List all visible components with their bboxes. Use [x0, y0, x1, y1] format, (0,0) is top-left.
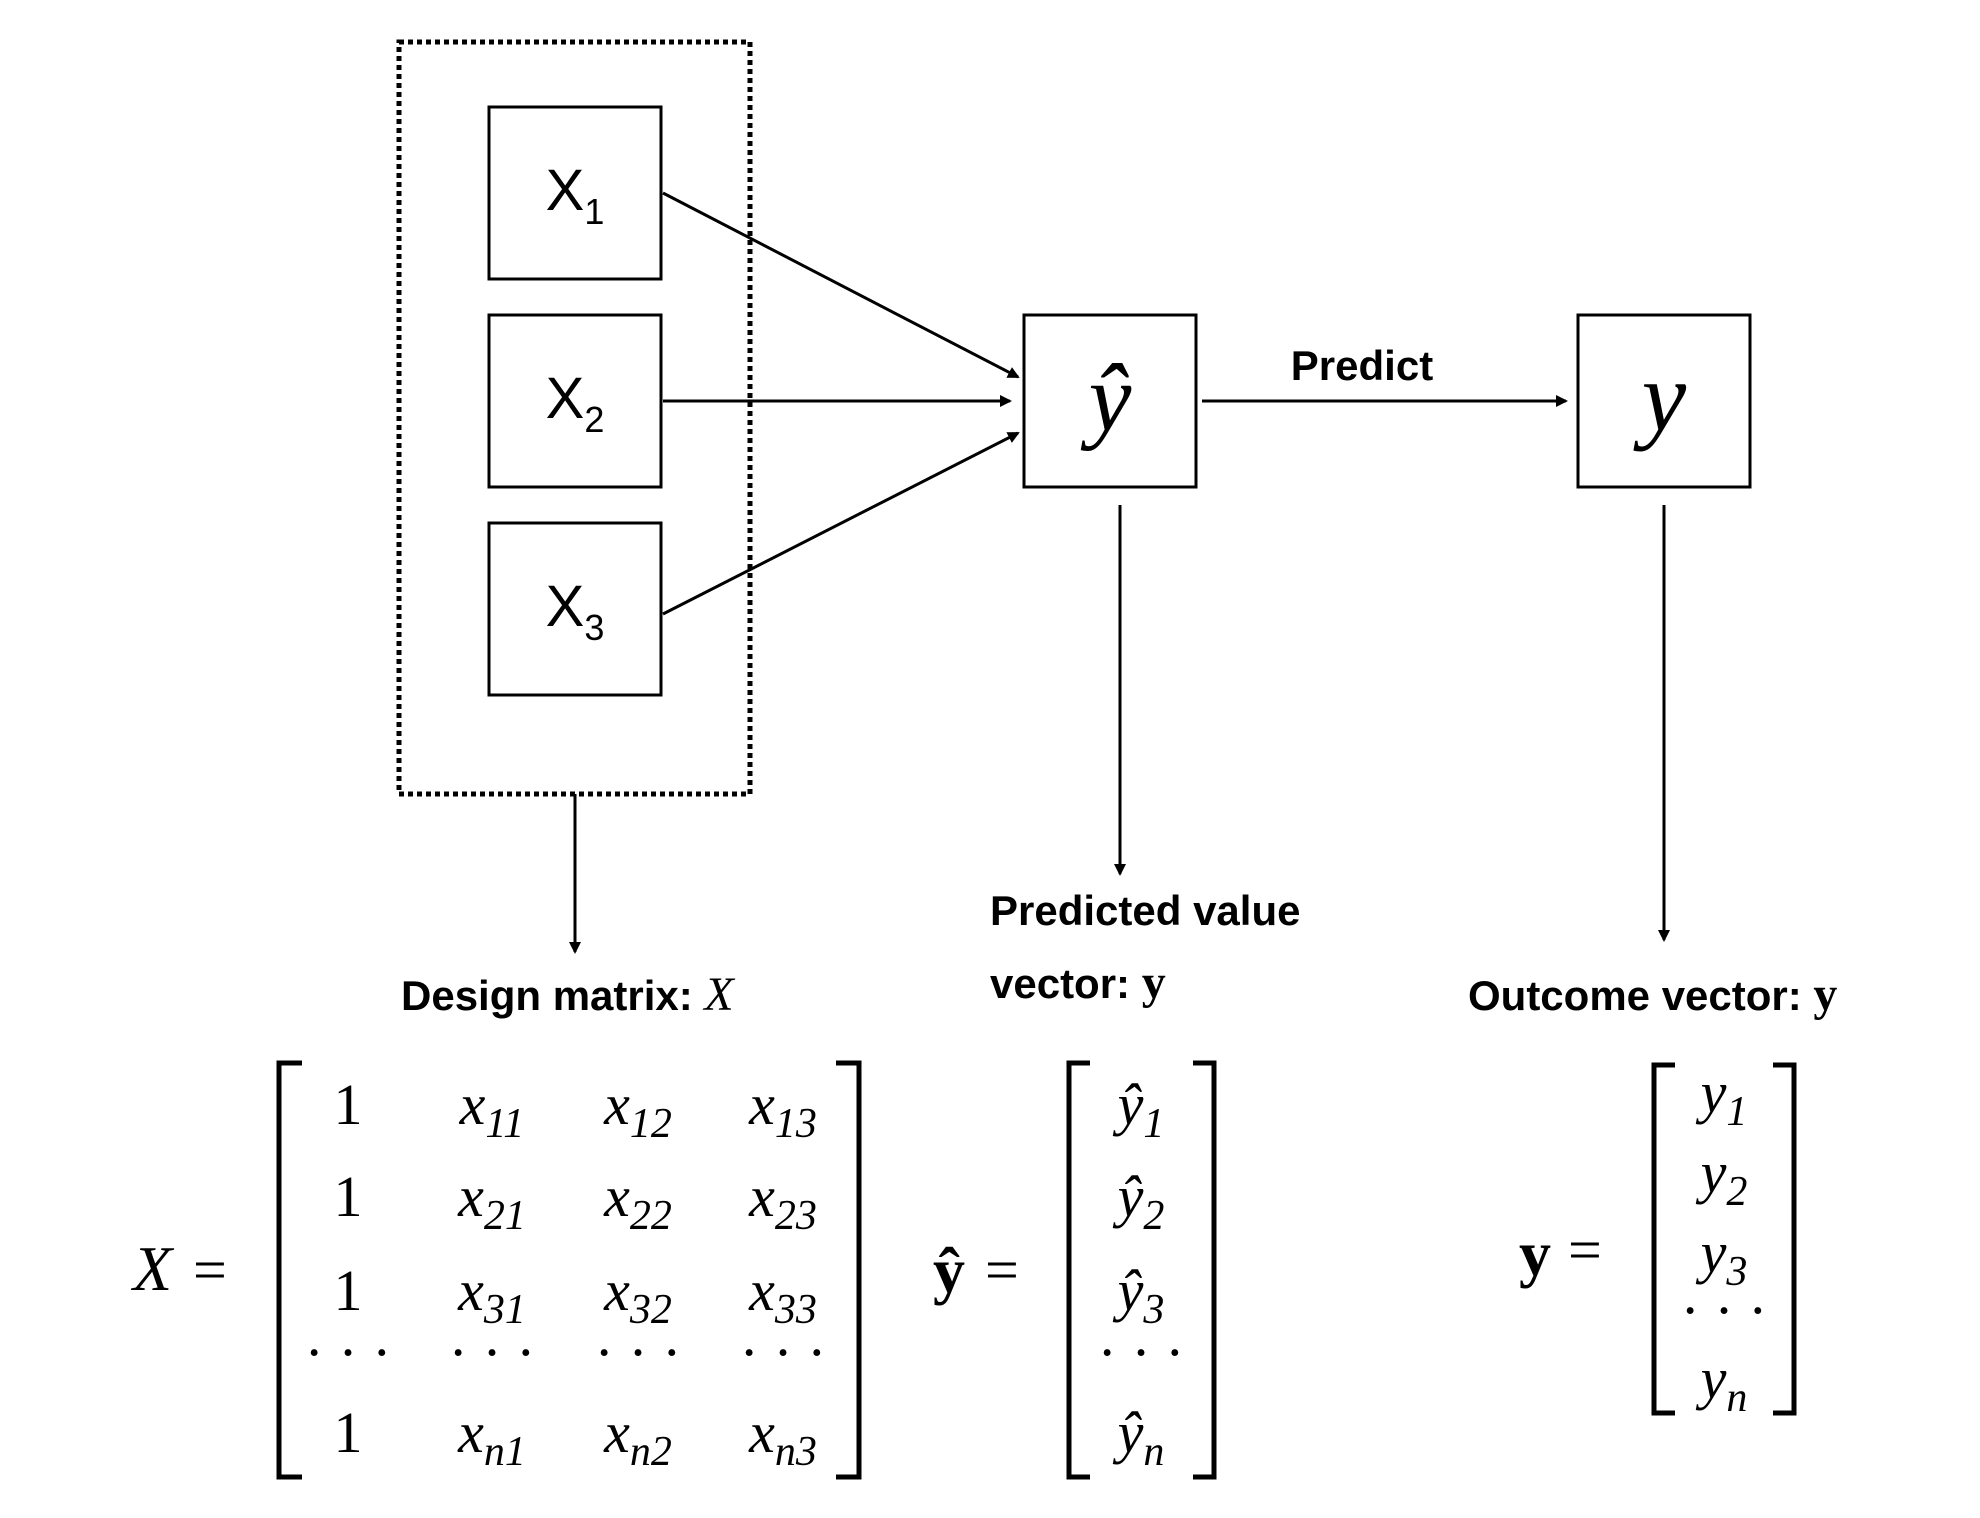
design-cell-r2-c3: x22 [603, 1164, 672, 1239]
predicted-vector-equation: ŷ = ŷ1 ŷ2 ŷ3· · · ŷn [933, 1060, 1217, 1480]
outcome-entry-4: · · · [1681, 1278, 1768, 1343]
node-y: y [1576, 313, 1752, 489]
predicted-vector-lhs: ŷ [933, 1235, 965, 1306]
design-cell-r3-c1: 1 [334, 1258, 363, 1323]
node-x2-sub: 2 [584, 399, 604, 440]
arrow-x3-to-yhat [662, 431, 1020, 616]
design-cell-r2-c4: x23 [748, 1164, 817, 1239]
design-cell-r5-c1: 1 [334, 1400, 363, 1465]
svg-text:X1: X1 [546, 158, 605, 232]
predicted-entry-1: ŷ1 [1113, 1072, 1165, 1147]
predicted-caption-line1: Predicted value [990, 887, 1300, 934]
design-cell-r2-c2: x21 [457, 1164, 526, 1239]
design-cell-r1-c4: x13 [748, 1072, 817, 1147]
design-cell-r5-c3: xn2 [603, 1400, 672, 1475]
predicted-entry-5: ŷn [1113, 1400, 1165, 1475]
design-cell-r1-c1: 1 [334, 1072, 363, 1137]
design-cell-r1-c3: x12 [603, 1072, 672, 1147]
node-y-symbol: y [1633, 341, 1687, 452]
node-x3: X3 [487, 521, 663, 697]
design-right-bracket [836, 1060, 862, 1480]
predict-label: Predict [1291, 342, 1433, 389]
predicted-left-bracket [1066, 1060, 1090, 1480]
design-cell-r3-c2: x31 [457, 1258, 526, 1333]
design-cell-r5-c2: xn1 [457, 1400, 526, 1475]
node-x1: X1 [487, 105, 663, 281]
node-yhat: ŷ [1022, 313, 1198, 489]
design-matrix-equals: = [193, 1237, 227, 1303]
design-cell-r4-c2: · · · [449, 1320, 536, 1385]
outcome-vector-lhs: y [1519, 1218, 1551, 1289]
design-cell-r4-c4: · · · [740, 1320, 827, 1385]
node-x2: X2 [487, 313, 663, 489]
node-yhat-symbol: ŷ [1080, 344, 1132, 451]
design-cell-r5-c4: xn3 [748, 1400, 817, 1475]
svg-text:X3: X3 [546, 574, 605, 648]
design-left-bracket [276, 1060, 302, 1480]
outcome-entry-3: y3 [1696, 1220, 1748, 1295]
predicted-entry-3: ŷ3 [1113, 1258, 1165, 1333]
outcome-left-bracket [1651, 1062, 1675, 1416]
predicted-entry-2: ŷ2 [1113, 1164, 1165, 1239]
predicted-entry-4: · · · [1098, 1320, 1185, 1385]
design-cell-r1-c2: x11 [459, 1072, 525, 1147]
outcome-vector-equals: = [1568, 1217, 1602, 1283]
design-cell-r3-c3: x32 [603, 1258, 672, 1333]
outcome-entry-5: yn [1696, 1346, 1748, 1421]
node-x3-base: X [546, 574, 585, 639]
node-x1-base: X [546, 158, 585, 223]
outcome-entry-1: y1 [1696, 1060, 1748, 1135]
arrow-x1-to-yhat [662, 191, 1020, 379]
design-cell-r2-c1: 1 [334, 1164, 363, 1229]
node-x3-sub: 3 [584, 607, 604, 648]
outcome-right-bracket [1773, 1062, 1797, 1416]
design-cell-r4-c1: · · · [305, 1320, 392, 1385]
outcome-entry-2: y2 [1696, 1140, 1748, 1215]
design-cell-r4-c3: · · · [595, 1320, 682, 1385]
design-matrix-lhs: X [130, 1233, 175, 1304]
predicted-caption-line2: vector: y [990, 956, 1166, 1009]
node-x1-sub: 1 [584, 191, 604, 232]
node-x2-base: X [546, 366, 585, 431]
svg-text:X2: X2 [546, 366, 605, 440]
design-matrix-caption: Design matrix: X [401, 968, 735, 1021]
predicted-right-bracket [1193, 1060, 1217, 1480]
design-cell-r3-c4: x33 [748, 1258, 817, 1333]
predicted-vector-equals: = [985, 1237, 1019, 1303]
outcome-caption: Outcome vector: y [1468, 968, 1837, 1021]
